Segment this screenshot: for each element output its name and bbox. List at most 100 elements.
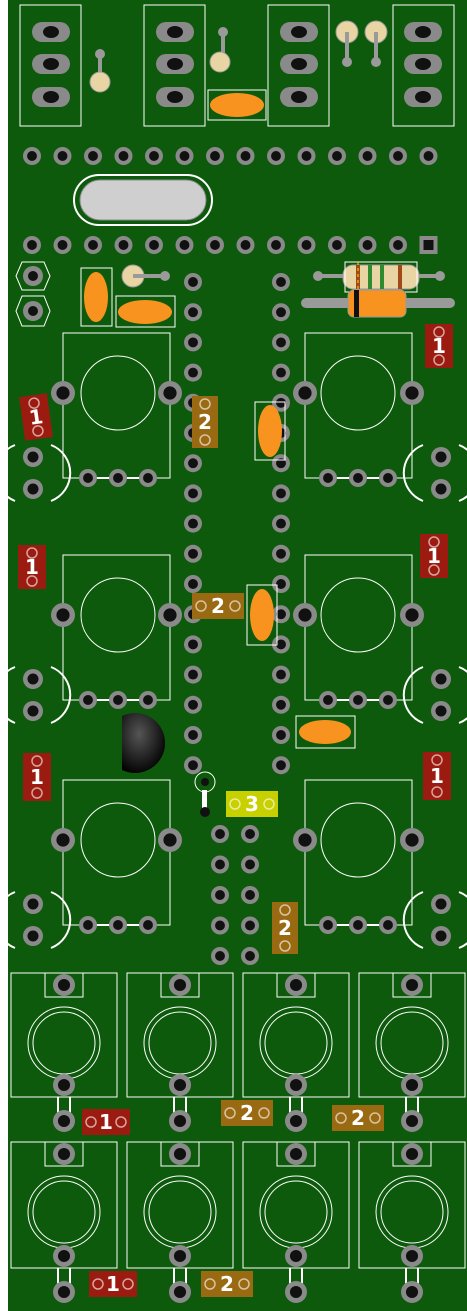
header-pin: [328, 236, 346, 254]
jack-pin: [401, 1074, 423, 1096]
jack[interactable]: [358, 972, 466, 1132]
switch-2[interactable]: [143, 4, 206, 127]
badge-label: 2: [220, 1272, 234, 1296]
pot-pin: [79, 469, 97, 487]
side-pad-pair: [402, 891, 467, 949]
capacitor-vertical-2: [254, 401, 286, 461]
center-pad: [184, 454, 202, 473]
header-pin: [53, 236, 72, 254]
center-pad: [184, 303, 202, 322]
badge-label: 2: [240, 1101, 254, 1125]
jack-pin: [401, 1245, 423, 1267]
potentiometer[interactable]: [0, 332, 182, 502]
badge-2: 2: [192, 593, 244, 619]
pot-mount-pad: [158, 603, 182, 627]
potentiometer[interactable]: [293, 779, 467, 949]
header-pin: [267, 147, 285, 165]
jack-pin: [169, 1110, 191, 1132]
ic-pad: [211, 855, 229, 874]
badge-2: 2: [221, 1100, 273, 1126]
lower-pad-grid: [211, 825, 259, 965]
jack[interactable]: [358, 1141, 466, 1303]
badge-label: 2: [211, 594, 225, 618]
jack-pin: [53, 1110, 75, 1132]
jack[interactable]: [10, 972, 118, 1132]
jack-pin: [285, 1143, 307, 1165]
badge-label: 1: [27, 404, 44, 430]
header-pin: [145, 147, 163, 165]
header-pin: [206, 236, 224, 254]
side-pad: [23, 447, 43, 467]
badge-3: 3: [226, 791, 278, 817]
jack-pin: [401, 1281, 423, 1303]
jack[interactable]: [242, 972, 350, 1132]
center-pad: [184, 665, 202, 684]
center-pad: [272, 756, 290, 775]
jack-pin: [53, 1281, 75, 1303]
standing-resistor-2: [209, 27, 231, 73]
header-pin: [206, 147, 224, 165]
center-pad: [184, 756, 202, 775]
center-pad: [272, 695, 290, 714]
pot-pin: [139, 691, 157, 709]
switch-1[interactable]: [19, 4, 82, 127]
center-pad: [272, 605, 290, 624]
center-pad: [184, 514, 202, 533]
side-pad: [431, 926, 451, 946]
badge-label: 1: [25, 555, 39, 579]
pot-pin: [349, 469, 367, 487]
pot-mount-pad: [400, 828, 424, 852]
badge-1: 1: [89, 1271, 137, 1297]
center-pad: [184, 575, 202, 593]
jack-pin: [401, 1143, 423, 1165]
pot-pin: [349, 916, 367, 934]
capacitor-vertical-3: [246, 584, 278, 646]
ic-pad: [211, 886, 229, 904]
ic-pad: [211, 947, 229, 965]
center-pad: [184, 635, 202, 654]
ic-pad: [241, 855, 259, 874]
center-pad: [272, 454, 290, 473]
center-pad: [272, 514, 290, 533]
jack-pin: [285, 1245, 307, 1267]
jack-pin: [169, 974, 191, 996]
badge-1: 1: [420, 534, 448, 578]
capacitor-horizontal-2: [295, 715, 356, 749]
center-pad: [184, 273, 202, 291]
header-pin: [23, 147, 41, 165]
center-pad: [272, 635, 290, 654]
header-pin: [175, 236, 194, 254]
jack[interactable]: [242, 1141, 350, 1303]
capacitor-vertical-1: [80, 267, 113, 327]
badge-label: 1: [99, 1110, 113, 1134]
resistor-1: [313, 261, 445, 293]
badge-2: 2: [272, 902, 298, 954]
standing-resistor-4: [364, 20, 388, 67]
potentiometer[interactable]: [0, 779, 182, 949]
jack-pin: [169, 1245, 191, 1267]
jack[interactable]: [126, 1141, 234, 1303]
board-surface: [8, 0, 467, 1311]
switch-4[interactable]: [392, 4, 455, 127]
side-pad: [431, 447, 451, 467]
jack[interactable]: [126, 972, 234, 1132]
header-pin: [389, 147, 407, 165]
pot-pin: [379, 469, 397, 487]
potentiometer[interactable]: [293, 332, 467, 502]
side-pad: [23, 701, 43, 721]
jack-pin: [53, 1245, 75, 1267]
ic-pad: [241, 825, 259, 843]
switch-3[interactable]: [267, 4, 330, 127]
pot-pin: [109, 691, 127, 709]
potentiometer[interactable]: [293, 554, 467, 724]
jack[interactable]: [10, 1141, 118, 1303]
diode-small: [194, 771, 216, 817]
potentiometer[interactable]: [0, 554, 182, 724]
badge-1: 1: [23, 753, 51, 801]
jack-pin: [401, 1110, 423, 1132]
center-pad: [272, 575, 290, 593]
ic-pad: [211, 916, 229, 935]
badge-label: 3: [245, 792, 259, 816]
header-row-1: [23, 147, 438, 165]
